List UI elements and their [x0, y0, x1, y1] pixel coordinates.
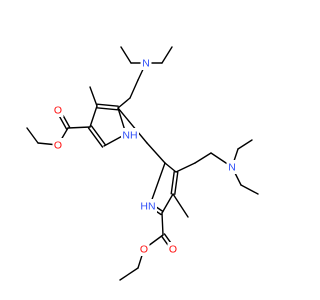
atom-label-layer: N O O NH N HN O O	[52, 56, 238, 256]
single-bond	[240, 184, 259, 195]
atom-label-o-ester-bottom: O	[140, 243, 148, 255]
single-bond	[120, 46, 132, 64]
single-bond	[119, 267, 139, 281]
single-bond	[175, 162, 196, 173]
single-bond	[161, 46, 173, 64]
single-bond	[117, 97, 131, 109]
double-bond-line	[90, 125, 107, 146]
atom-label-o-carbonyl-top: O	[54, 104, 62, 116]
double-bond-line	[96, 103, 119, 107]
single-bond	[117, 107, 148, 144]
chemical-structure: N O O NH N HN O O	[26, 46, 259, 281]
double-bond-line	[170, 171, 175, 195]
single-bond	[89, 105, 98, 128]
atom-label-background	[52, 103, 64, 117]
atom-label-background	[226, 160, 238, 174]
single-bond	[194, 152, 212, 164]
atom-label-n-amine-top: N	[142, 57, 150, 69]
atom-label-o-ester-top: O	[54, 139, 62, 151]
atom-label-nh-pyrrole-top: NH	[122, 129, 137, 141]
single-bond	[67, 126, 91, 129]
atom-label-o-carbonyl-bottom: O	[169, 243, 177, 255]
single-bond	[172, 193, 189, 218]
bond-layer	[26, 46, 259, 281]
atom-label-background	[140, 56, 152, 70]
atom-label-background	[52, 138, 64, 152]
single-bond	[146, 142, 166, 164]
single-bond	[161, 212, 164, 236]
atom-label-background	[167, 242, 179, 256]
double-bond-line	[174, 171, 179, 195]
single-bond	[161, 193, 174, 214]
double-bond-line	[87, 127, 104, 148]
single-bond	[237, 139, 253, 150]
single-bond	[149, 162, 166, 206]
atom-label-nh-pyrrole-bottom: HN	[140, 200, 155, 212]
single-bond	[89, 86, 98, 107]
double-bond-line	[96, 107, 119, 111]
single-bond	[129, 79, 139, 99]
single-bond	[164, 162, 177, 173]
atom-label-background	[139, 199, 157, 213]
atom-label-background	[138, 242, 150, 256]
atom-label-n-amine-bottom: N	[228, 161, 236, 173]
atom-label-background	[121, 128, 139, 142]
single-bond	[26, 127, 39, 144]
